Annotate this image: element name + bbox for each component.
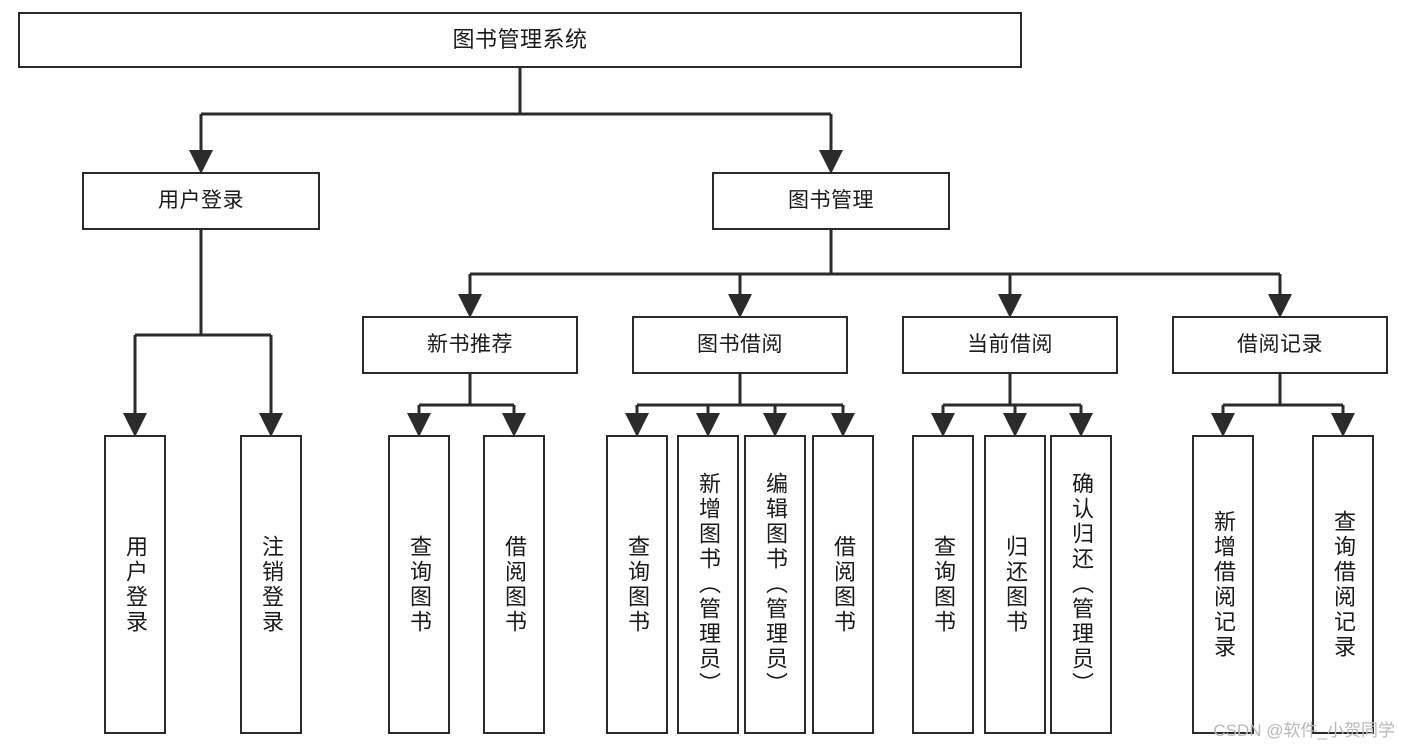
node-borrow-record-label: 借阅记录 <box>1237 332 1323 356</box>
leaf-edit-book-admin-label: 编辑图书（管理员） <box>763 472 788 697</box>
node-borrow-record[interactable]: 借阅记录 <box>1172 316 1388 374</box>
csdn-watermark: CSDN @软件_小贺同学 <box>1213 721 1395 740</box>
leaf-add-book-admin-label: 新增图书（管理员） <box>696 472 721 697</box>
leaf-logout-label: 注销登录 <box>259 534 284 635</box>
leaf-logout[interactable]: 注销登录 <box>240 435 302 734</box>
node-new-book-recommend[interactable]: 新书推荐 <box>362 316 578 374</box>
node-current-borrow[interactable]: 当前借阅 <box>902 316 1118 374</box>
leaf-query-book-current[interactable]: 查询图书 <box>912 435 974 734</box>
node-book-borrow[interactable]: 图书借阅 <box>632 316 848 374</box>
leaf-return-book[interactable]: 归还图书 <box>984 435 1046 734</box>
node-user-login[interactable]: 用户登录 <box>82 172 320 230</box>
leaf-confirm-return-admin-label: 确认归还（管理员） <box>1069 472 1094 697</box>
leaf-confirm-return-admin[interactable]: 确认归还（管理员） <box>1050 435 1112 734</box>
leaf-query-book-recommend[interactable]: 查询图书 <box>388 435 450 734</box>
node-book-management[interactable]: 图书管理 <box>712 172 950 230</box>
leaf-add-borrow-record[interactable]: 新增借阅记录 <box>1192 435 1254 734</box>
leaf-query-book-borrow-label: 查询图书 <box>625 534 650 635</box>
leaf-return-book-label: 归还图书 <box>1003 534 1028 635</box>
leaf-query-book-current-label: 查询图书 <box>931 534 956 635</box>
node-user-login-label: 用户登录 <box>158 188 244 212</box>
leaf-borrow-book-label: 借阅图书 <box>831 534 856 635</box>
leaf-user-login-label: 用户登录 <box>123 534 148 635</box>
node-new-book-recommend-label: 新书推荐 <box>427 332 513 356</box>
leaf-edit-book-admin[interactable]: 编辑图书（管理员） <box>744 435 806 734</box>
leaf-query-borrow-record[interactable]: 查询借阅记录 <box>1312 435 1374 734</box>
leaf-user-login[interactable]: 用户登录 <box>104 435 166 734</box>
node-root[interactable]: 图书管理系统 <box>18 12 1022 68</box>
leaf-borrow-book[interactable]: 借阅图书 <box>812 435 874 734</box>
node-book-borrow-label: 图书借阅 <box>697 332 783 356</box>
leaf-query-borrow-record-label: 查询借阅记录 <box>1331 509 1356 660</box>
leaf-query-book-borrow[interactable]: 查询图书 <box>606 435 668 734</box>
leaf-query-book-recommend-label: 查询图书 <box>407 534 432 635</box>
node-root-label: 图书管理系统 <box>452 27 588 53</box>
leaf-add-book-admin[interactable]: 新增图书（管理员） <box>677 435 739 734</box>
leaf-borrow-book-recommend[interactable]: 借阅图书 <box>483 435 545 734</box>
node-book-management-label: 图书管理 <box>788 188 874 212</box>
node-current-borrow-label: 当前借阅 <box>967 332 1053 356</box>
leaf-add-borrow-record-label: 新增借阅记录 <box>1211 509 1236 660</box>
leaf-borrow-book-recommend-label: 借阅图书 <box>502 534 527 635</box>
